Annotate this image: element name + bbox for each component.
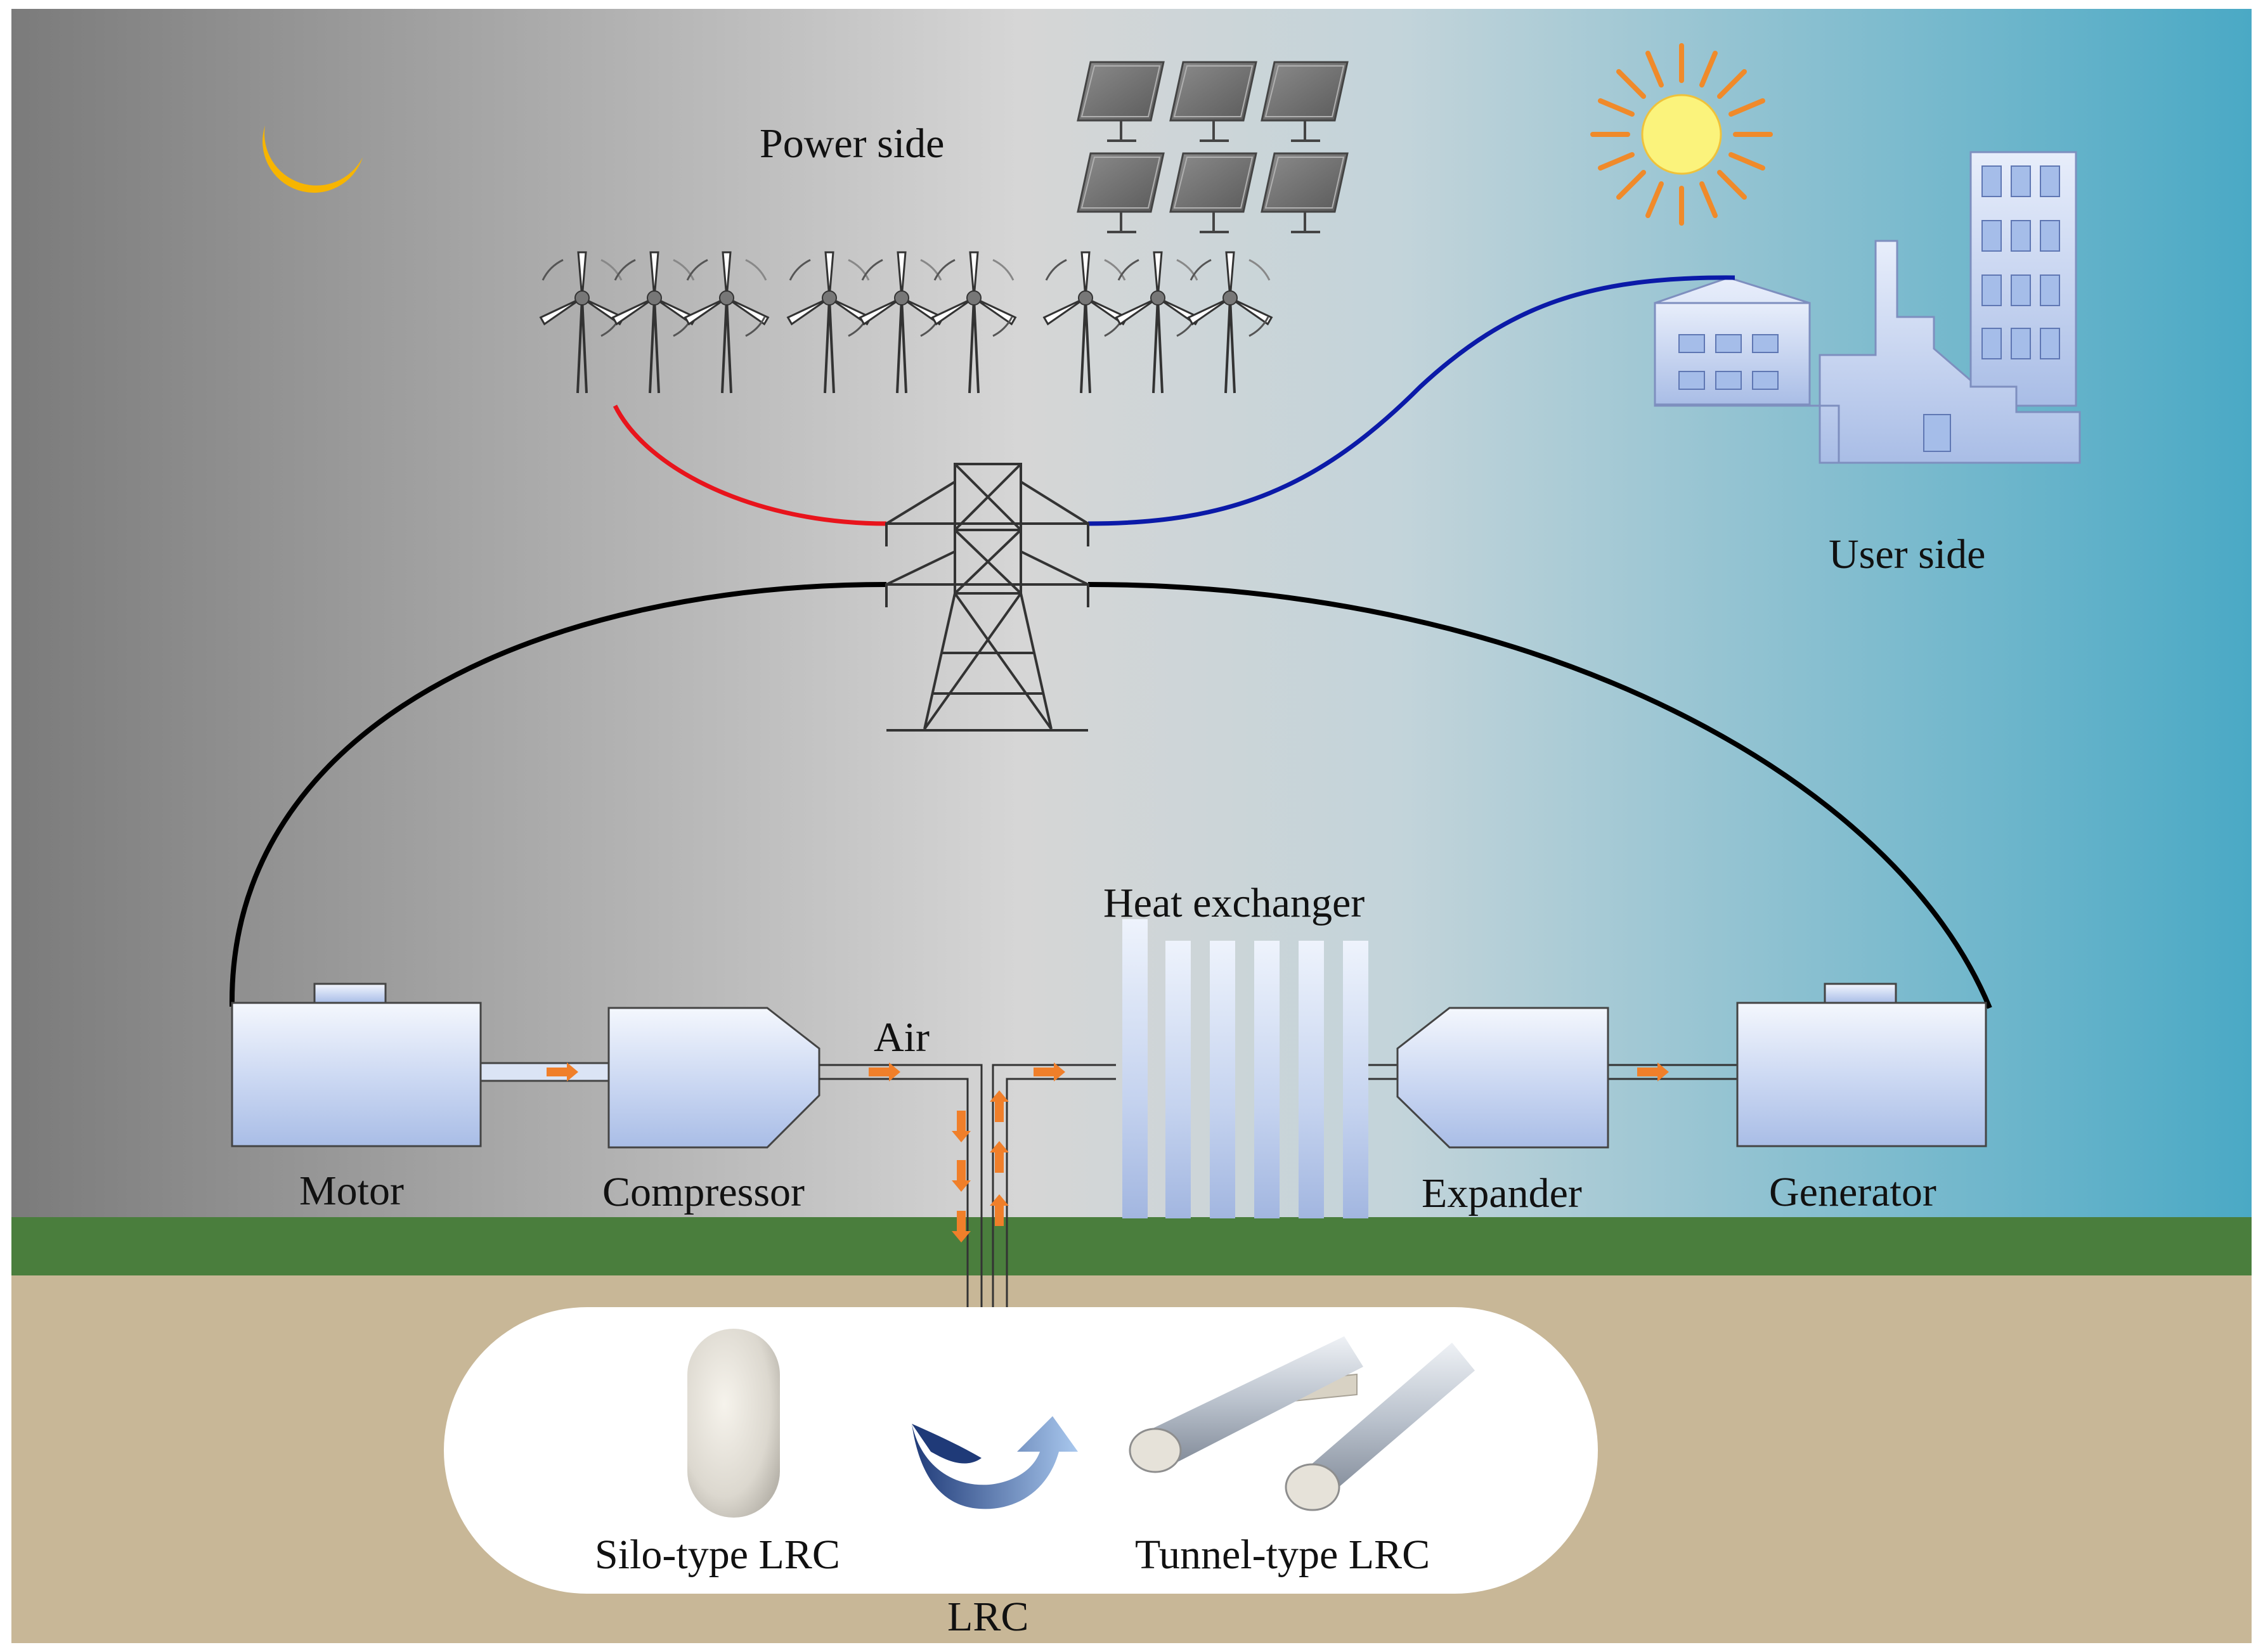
compressor xyxy=(607,1007,820,1149)
lrc-label: LRC xyxy=(947,1594,1028,1640)
cycle-arrow-icon xyxy=(912,1416,1078,1509)
expander xyxy=(1396,1007,1609,1149)
transmission-tower-icon xyxy=(885,463,1089,732)
air-pipe-network xyxy=(819,1064,1739,1340)
grass-strip xyxy=(11,1217,2252,1275)
factory-icon xyxy=(1654,151,2081,464)
motor-compressor-shaft xyxy=(479,1062,610,1082)
black-discharging-power-line xyxy=(1087,582,1992,1009)
tunnel-type-lrc-icon xyxy=(1129,1336,1475,1511)
blue-output-power-line xyxy=(1087,275,1735,526)
heat-exchanger-label: Heat exchanger xyxy=(1103,880,1365,926)
motor-label: Motor xyxy=(299,1168,404,1214)
user-side-label: User side xyxy=(1829,531,1985,578)
expander-label: Expander xyxy=(1422,1170,1582,1216)
air-label: Air xyxy=(874,1014,930,1061)
power-side-label: Power side xyxy=(760,120,944,167)
silo-type-lrc-icon xyxy=(687,1329,780,1518)
silo-type-lrc-label: Silo-type LRC xyxy=(595,1532,840,1578)
sun-icon xyxy=(1590,43,1773,226)
black-charging-power-line xyxy=(229,582,887,1007)
motor xyxy=(231,983,482,1147)
tunnel-type-lrc-label: Tunnel-type LRC xyxy=(1135,1532,1430,1578)
red-input-power-line xyxy=(613,404,887,526)
generator-label: Generator xyxy=(1769,1169,1936,1215)
heat-exchanger xyxy=(1122,919,1368,1218)
generator xyxy=(1736,983,1987,1147)
compressor-label: Compressor xyxy=(602,1169,805,1215)
